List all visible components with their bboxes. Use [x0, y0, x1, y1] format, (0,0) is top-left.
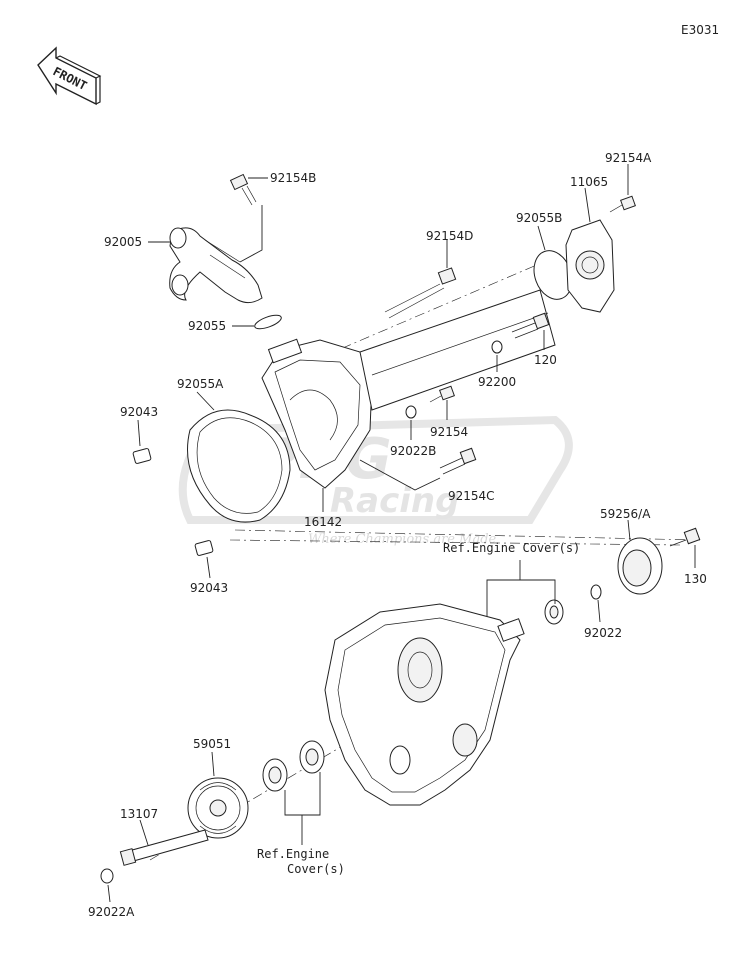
bolt-92154A	[609, 195, 636, 213]
label-92154A: 92154A	[605, 151, 652, 165]
leader-92005b	[239, 205, 263, 263]
bearing-1	[262, 758, 288, 792]
bolt-130	[669, 527, 701, 547]
label-92055A: 92055A	[177, 377, 224, 391]
fitting-92005	[169, 227, 263, 304]
bolt-120	[511, 312, 550, 339]
washer-92022B	[405, 405, 417, 419]
ref-bracket-top	[486, 560, 556, 640]
leader-92022A	[107, 884, 111, 903]
label-59256A: 59256/A	[600, 507, 651, 521]
dowel-92043-bottom	[194, 540, 214, 556]
bolt-92154	[429, 385, 455, 403]
gear-59051	[187, 777, 249, 839]
pump-cover	[261, 289, 556, 489]
watermark-tagline: Where Champions are Made	[308, 532, 497, 547]
leader-92022	[597, 599, 601, 623]
shaft-13107	[119, 829, 209, 866]
leader-92055B	[537, 225, 546, 251]
ref-bracket-bottom	[284, 772, 321, 845]
washer-92022	[590, 584, 602, 600]
cap-59256A	[617, 537, 663, 595]
gasket-92055A-inner	[196, 417, 283, 514]
label-92043-bottom: 92043	[190, 581, 228, 595]
label-13107: 13107	[120, 807, 158, 821]
dowel-92043-top	[132, 448, 152, 464]
label-92022B: 92022B	[390, 444, 436, 458]
label-59051: 59051	[193, 737, 231, 751]
label-16142: 16142	[304, 515, 342, 529]
watermark-line2: Racing	[330, 481, 459, 521]
label-11065: 11065	[570, 175, 608, 189]
cap-11065	[565, 219, 615, 313]
front-arrow-icon: FRONT	[37, 46, 102, 106]
ref-engine-cover-bottom-1: Ref.Engine	[257, 847, 329, 861]
leader-92055A	[196, 391, 215, 411]
label-92154C: 92154C	[448, 489, 495, 503]
bolt-92154B	[229, 173, 257, 206]
engine-cover	[324, 603, 525, 806]
label-92055: 92055	[188, 319, 226, 333]
label-92022A: 92022A	[88, 905, 135, 919]
leader-92154C	[359, 459, 441, 491]
leader-92043-top	[137, 419, 141, 447]
label-92154B: 92154B	[270, 171, 316, 185]
washer-92200	[491, 340, 503, 354]
gasket-92055A	[187, 409, 291, 523]
ref-engine-cover-top: Ref.Engine Cover(s)	[443, 541, 580, 555]
bolt-92154C	[439, 447, 477, 475]
label-92055B: 92055B	[516, 211, 562, 225]
leader-59256A	[627, 519, 631, 541]
ref-engine-cover-bottom-2: Cover(s)	[287, 862, 345, 876]
seal-top-inner	[549, 605, 559, 619]
label-92200: 92200	[478, 375, 516, 389]
leader-59051	[211, 751, 215, 777]
leader-11065	[584, 187, 591, 223]
washer-92022A	[100, 868, 114, 884]
leader-13107	[139, 819, 149, 846]
label-92154D: 92154D	[426, 229, 473, 243]
label-120: 120	[534, 353, 557, 367]
label-92043-top: 92043	[120, 405, 158, 419]
bearing-2	[299, 740, 325, 774]
label-92154: 92154	[430, 425, 468, 439]
bolt-92154D	[384, 267, 457, 319]
o-ring-92055	[254, 314, 282, 330]
label-130: 130	[684, 572, 707, 586]
diagram-code: E3031	[681, 23, 719, 37]
label-92005: 92005	[104, 235, 142, 249]
label-92022: 92022	[584, 626, 622, 640]
leader-92043-bottom	[206, 556, 211, 579]
